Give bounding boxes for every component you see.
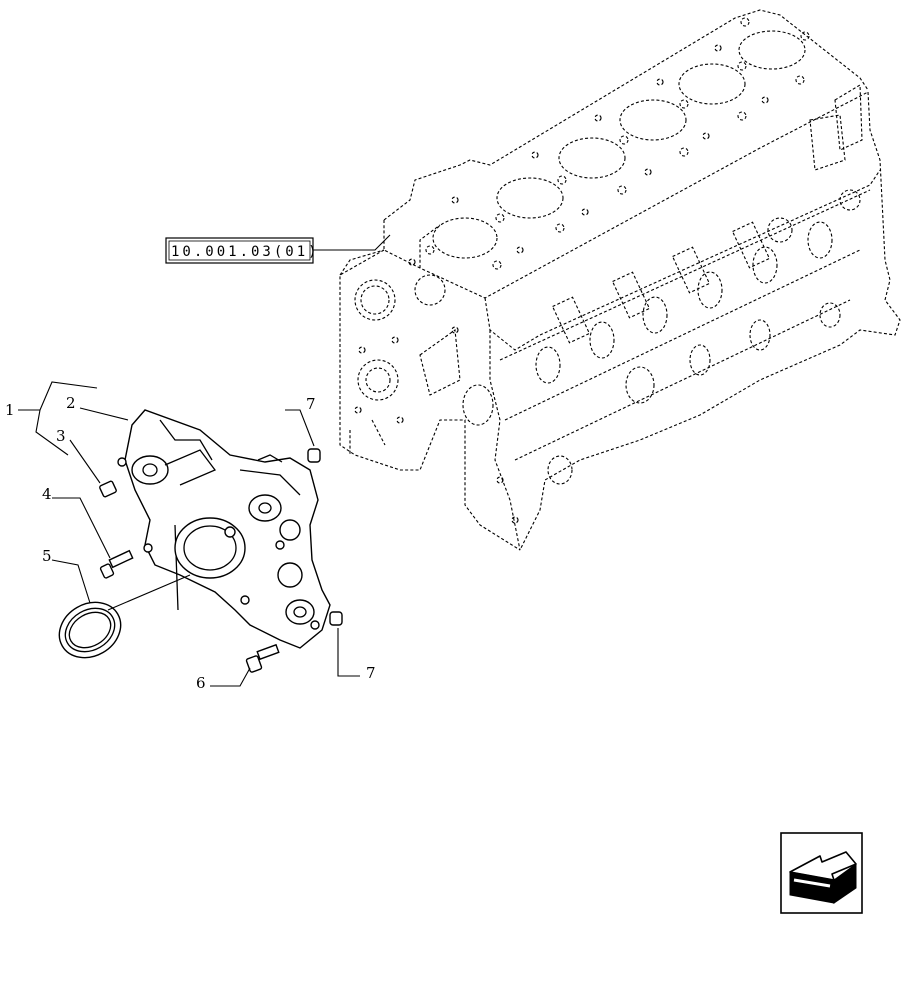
timing-cover <box>117 409 331 649</box>
back-arrow-icon[interactable] <box>780 832 863 914</box>
callout-1: 1 <box>5 401 15 419</box>
flange-bolt-part <box>245 643 280 673</box>
reference-label[interactable]: 10.001.03(01) <box>171 244 320 260</box>
engine-block-outline <box>339 9 901 551</box>
dowel-part-upper <box>307 448 321 463</box>
callout-5: 5 <box>42 547 52 565</box>
callout-2: 2 <box>66 394 76 412</box>
callout-3: 3 <box>56 427 66 445</box>
dowel-part-lower <box>329 611 343 626</box>
callout-7-upper: 7 <box>306 395 316 413</box>
callout-4: 4 <box>42 485 52 503</box>
seal-ring-part <box>58 601 122 659</box>
leader-lines <box>18 234 391 687</box>
callout-7-lower: 7 <box>366 664 376 682</box>
reference-link[interactable]: 10.001.03(01) <box>165 237 320 264</box>
bolt-part <box>99 549 134 579</box>
stud-part <box>99 480 117 498</box>
callout-6: 6 <box>196 674 206 692</box>
